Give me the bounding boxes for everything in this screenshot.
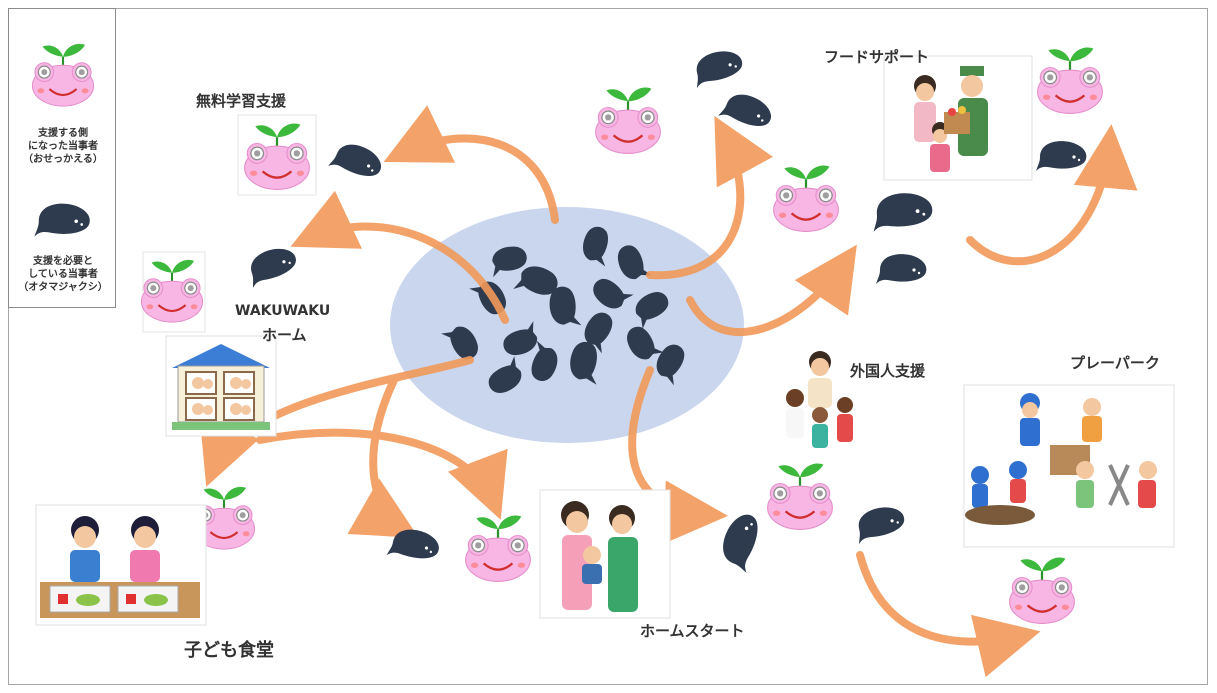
- arrows: [199, 105, 1138, 678]
- label-free-study-support: 無料学習支援: [196, 92, 287, 110]
- label-foreign-support: 外国人支援: [850, 362, 926, 380]
- legend-box: 支援する側 になった当事者 （おせっかえる） 支援を必要と している当事者 （オ…: [8, 8, 116, 308]
- label-wakuwaku-line1: WAKUWAKU: [235, 303, 331, 319]
- label-food-support: フードサポート: [824, 48, 930, 66]
- label-kodomo-shokudo: 子ども食堂: [184, 640, 274, 661]
- label-playpark: プレーパーク: [1070, 354, 1160, 372]
- legend-needing-text: 支援を必要と している当事者 （オタマジャクシ）: [18, 256, 108, 293]
- label-home-start: ホームスタート: [640, 622, 745, 640]
- label-wakuwaku-line2: ホーム: [262, 326, 307, 344]
- central-ellipse: [390, 207, 744, 443]
- diagram-frame: [8, 8, 1208, 685]
- legend-supporter-text: 支援する側 になった当事者 （おせっかえる）: [23, 128, 103, 165]
